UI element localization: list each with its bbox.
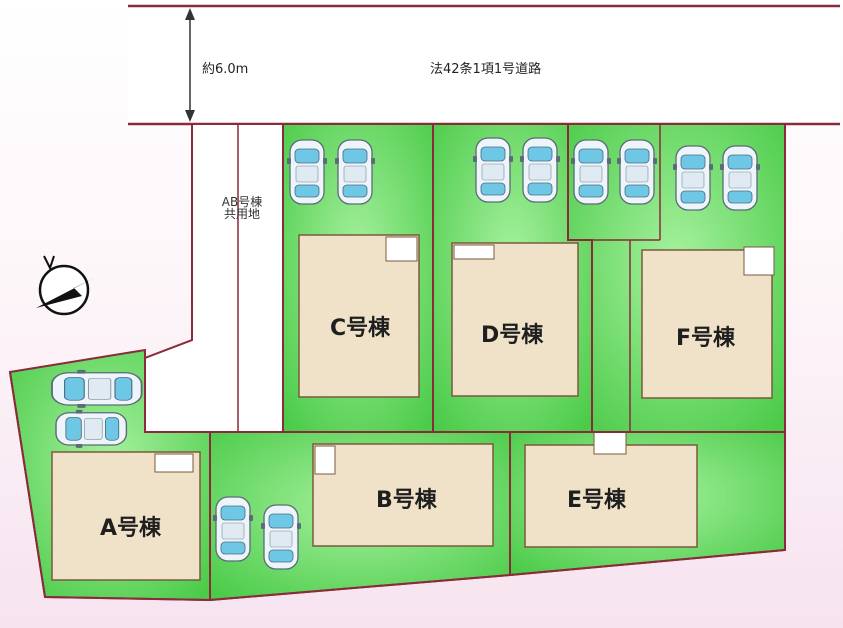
car-icon — [616, 139, 658, 205]
compass-north-arrow-icon — [36, 255, 94, 316]
common-area-label: AB号棟 共用地 — [212, 196, 272, 220]
car-icon — [286, 139, 328, 205]
car-icon — [55, 409, 128, 449]
building-b-label: B号棟 — [376, 488, 437, 513]
road-width-label: 約6.0m — [202, 62, 249, 77]
building-b — [312, 443, 494, 547]
car-icon — [260, 504, 302, 570]
building-e-label: E号棟 — [567, 488, 627, 513]
car-icon — [472, 137, 514, 203]
building-c-label: C号棟 — [330, 316, 391, 341]
car-icon — [51, 368, 143, 409]
common-area-line2: 共用地 — [223, 207, 260, 221]
building-a-label: A号棟 — [100, 516, 162, 541]
building-d-label: D号棟 — [481, 323, 544, 348]
building-d — [451, 242, 579, 397]
building-a — [51, 451, 201, 581]
car-icon — [672, 145, 714, 211]
lot-e — [509, 423, 786, 577]
common-area-line1: AB号棟 — [221, 195, 263, 209]
building-c — [298, 234, 420, 398]
car-icon — [334, 139, 376, 205]
car-icon — [719, 145, 761, 211]
lot-d — [432, 123, 593, 433]
car-icon — [570, 139, 612, 205]
building-e — [524, 444, 698, 548]
lot-b — [209, 431, 511, 602]
road-width-dimension — [185, 8, 195, 122]
building-f-label: F号棟 — [676, 326, 736, 351]
road-label: 法42条1項1号道路 — [430, 62, 542, 77]
car-icon — [519, 137, 561, 203]
car-icon — [212, 496, 254, 562]
